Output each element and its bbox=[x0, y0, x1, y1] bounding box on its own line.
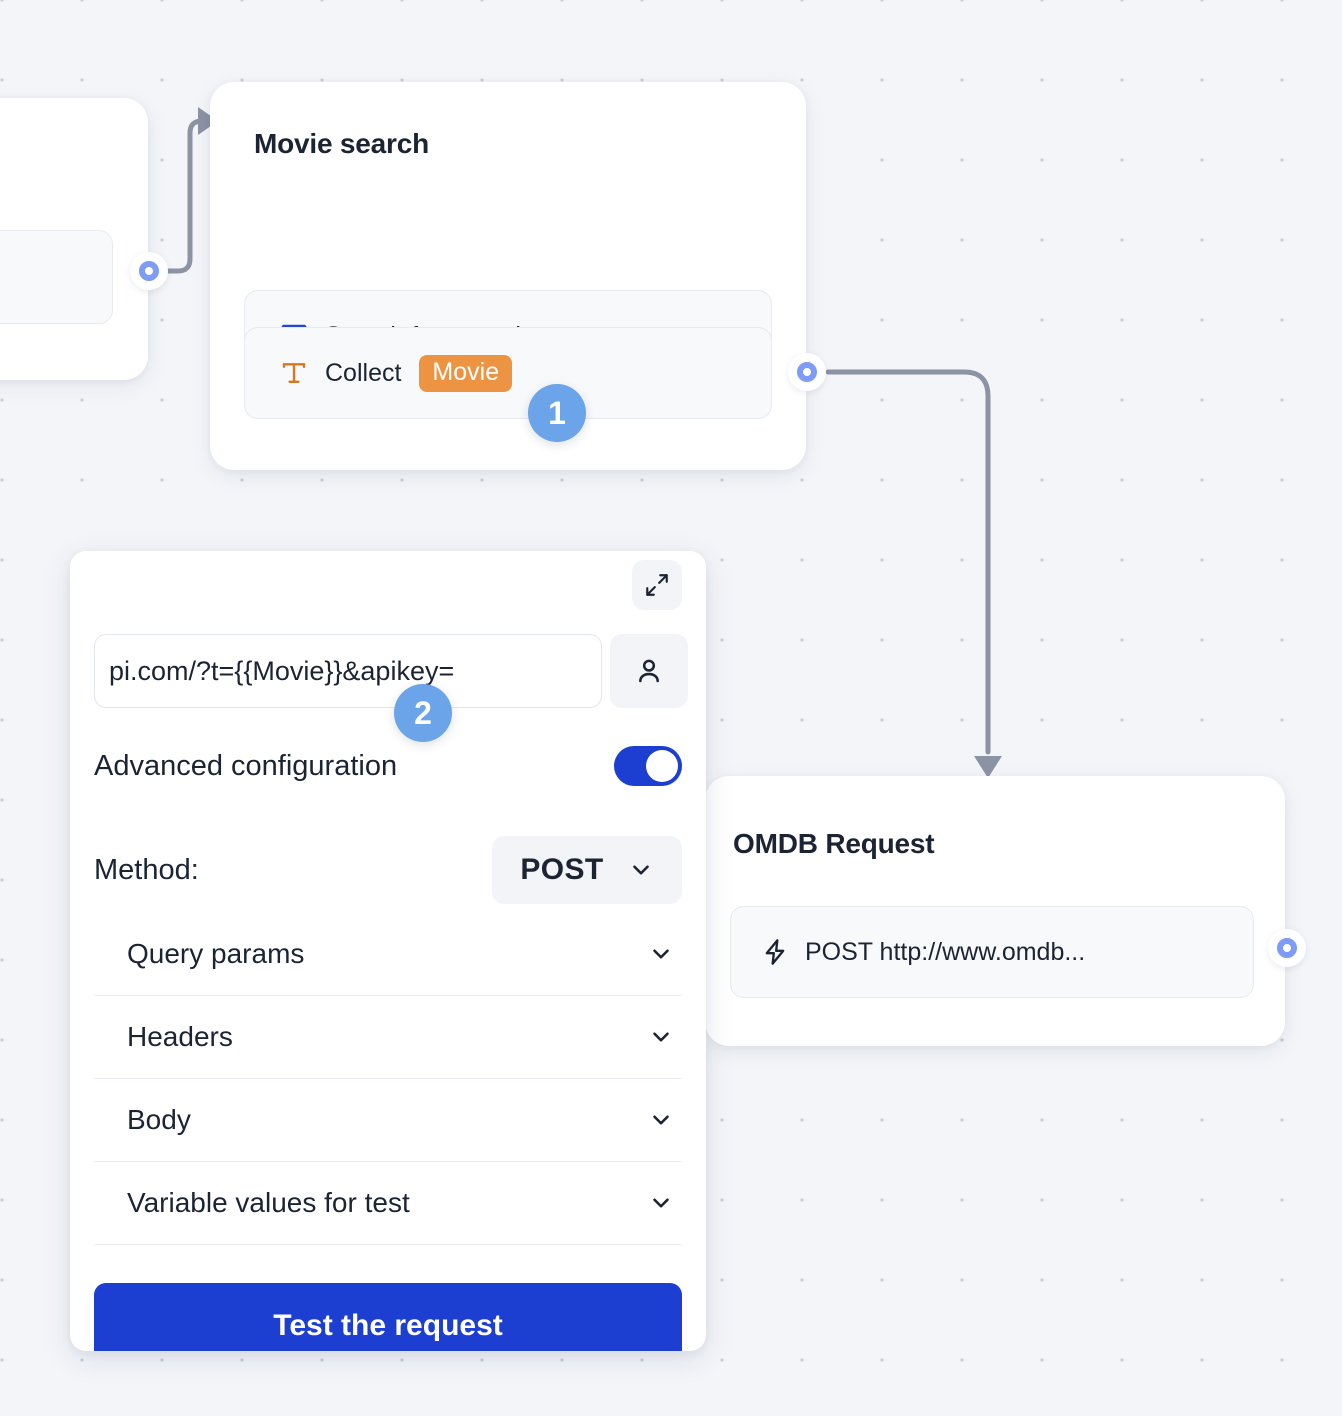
chevron-down-icon[interactable] bbox=[648, 1107, 682, 1133]
text-t-icon bbox=[279, 358, 309, 388]
section-query-params[interactable]: Query params bbox=[94, 913, 682, 996]
person-icon bbox=[633, 655, 665, 687]
section-label: Variable values for test bbox=[127, 1187, 410, 1218]
advanced-configuration-toggle[interactable] bbox=[614, 746, 682, 786]
node-row-collect[interactable]: Collect Movie bbox=[244, 327, 772, 419]
movie-search-node[interactable]: Movie search Search for a movie Collect … bbox=[210, 82, 806, 470]
variable-chip-movie[interactable]: Movie bbox=[419, 354, 513, 392]
partial-node-card[interactable] bbox=[0, 98, 148, 380]
chevron-down-icon[interactable] bbox=[648, 941, 682, 967]
request-config-panel[interactable]: Advanced configuration Method: POST Quer… bbox=[70, 551, 706, 1351]
toggle-knob bbox=[646, 750, 678, 782]
advanced-configuration-label: Advanced configuration bbox=[94, 749, 398, 782]
section-variable-values-for-test[interactable]: Variable values for test bbox=[94, 1162, 682, 1245]
chevron-down-icon[interactable] bbox=[648, 1024, 682, 1050]
connector-dot-movie-search-output[interactable] bbox=[788, 353, 826, 391]
advanced-configuration-row[interactable]: Advanced configuration bbox=[94, 746, 682, 786]
omdb-request-node[interactable]: OMDB Request POST http://www.omdb... bbox=[705, 776, 1285, 1046]
method-label: Method: bbox=[94, 853, 199, 886]
step-badge-1: 1 bbox=[528, 384, 586, 442]
method-value: POST bbox=[520, 853, 604, 886]
expand-diagonal-icon bbox=[644, 572, 670, 598]
partial-node-row[interactable] bbox=[0, 230, 113, 324]
chevron-down-icon[interactable] bbox=[648, 1190, 682, 1216]
section-body[interactable]: Body bbox=[94, 1079, 682, 1162]
omdb-node-title: OMDB Request bbox=[733, 828, 935, 859]
section-label: Headers bbox=[127, 1021, 233, 1052]
chevron-down-icon bbox=[628, 857, 654, 883]
section-label: Body bbox=[127, 1104, 191, 1135]
step-badge-2: 2 bbox=[394, 684, 452, 742]
auth-user-button[interactable] bbox=[610, 634, 688, 708]
section-headers[interactable]: Headers bbox=[94, 996, 682, 1079]
method-row: Method: POST bbox=[94, 836, 682, 904]
url-row[interactable] bbox=[94, 634, 688, 708]
test-the-request-button[interactable]: Test the request bbox=[94, 1283, 682, 1351]
method-select[interactable]: POST bbox=[492, 836, 682, 904]
lightning-bolt-icon bbox=[761, 938, 789, 966]
node-row-label: POST http://www.omdb... bbox=[805, 937, 1086, 966]
section-label: Query params bbox=[127, 938, 305, 969]
node-row-label: Collect bbox=[325, 358, 402, 387]
connector-dot-omdb-output[interactable] bbox=[1268, 929, 1306, 967]
request-url-input[interactable] bbox=[94, 634, 602, 708]
config-sections: Query params Headers Body Variable value… bbox=[94, 913, 682, 1245]
node-row-omdb-post[interactable]: POST http://www.omdb... bbox=[730, 906, 1254, 998]
expand-button[interactable] bbox=[632, 560, 682, 610]
page-title: Movie search bbox=[254, 128, 430, 159]
connector-dot-left-node-output[interactable] bbox=[130, 252, 168, 290]
